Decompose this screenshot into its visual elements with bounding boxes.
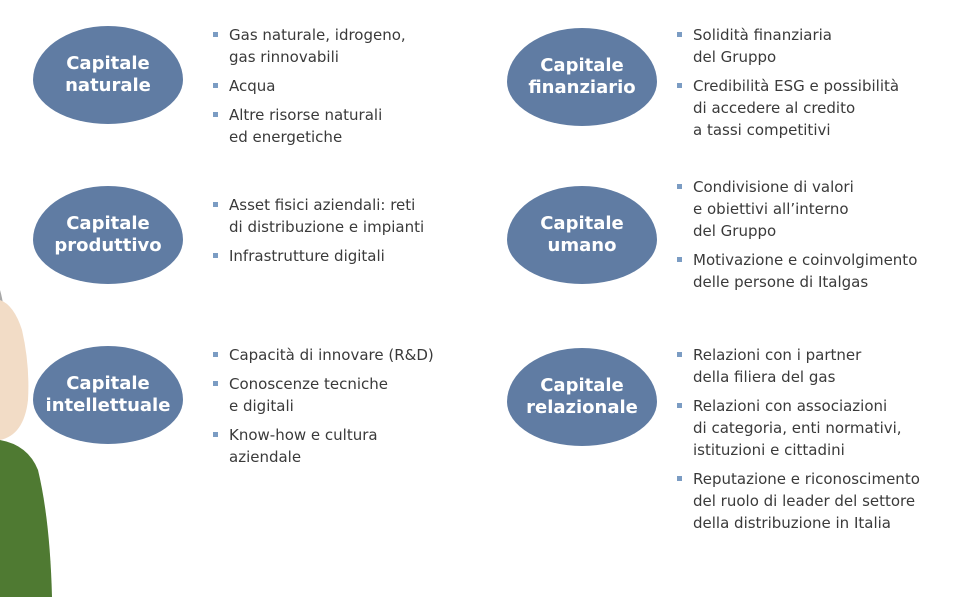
- capitale-intellettuale-bubble: Capitale intellettuale: [33, 346, 183, 444]
- list-item: Capacità di innovare (R&D): [213, 344, 473, 366]
- capitale-naturale-bubble: Capitale naturale: [33, 26, 183, 124]
- bullet-icon: [213, 352, 218, 357]
- list-item: Acqua: [213, 75, 463, 97]
- bubble-title-line1: Capitale: [66, 213, 150, 234]
- bullet-icon: [213, 32, 218, 37]
- list-item: Asset fisici aziendali: reti di distribu…: [213, 194, 473, 238]
- bubble-title-line2: produttivo: [54, 235, 162, 256]
- bullet-icon: [213, 112, 218, 117]
- list-item: Relazioni con i partner della filiera de…: [677, 344, 952, 388]
- bubble-title-line1: Capitale: [66, 373, 150, 394]
- list-item: Reputazione e riconoscimento del ruolo d…: [677, 468, 952, 534]
- bullet-icon: [677, 83, 682, 88]
- list-item: Infrastrutture digitali: [213, 245, 473, 267]
- list-item: Gas naturale, idrogeno, gas rinnovabili: [213, 24, 463, 68]
- bubble-title-line2: umano: [547, 235, 617, 256]
- bubble-title-line2: naturale: [65, 75, 151, 96]
- list-item: Condivisione di valori e obiettivi all’i…: [677, 176, 952, 242]
- bubble-title-line1: Capitale: [540, 375, 624, 396]
- capitale-produttivo-list: Asset fisici aziendali: reti di distribu…: [213, 194, 473, 274]
- bullet-icon: [213, 432, 218, 437]
- bubble-title-line2: relazionale: [526, 397, 638, 418]
- person-illustration: [0, 290, 52, 597]
- body-shape: [0, 440, 52, 597]
- bullet-icon: [213, 83, 218, 88]
- face-shape: [0, 300, 29, 440]
- list-item: Solidità finanziaria del Gruppo: [677, 24, 947, 68]
- list-item: Know-how e cultura aziendale: [213, 424, 473, 468]
- bubble-title-line2: finanziario: [528, 77, 636, 98]
- capitale-produttivo-bubble: Capitale produttivo: [33, 186, 183, 284]
- bullet-icon: [677, 476, 682, 481]
- list-item: Conoscenze tecniche e digitali: [213, 373, 473, 417]
- capitale-finanziario-bubble: Capitale finanziario: [507, 28, 657, 126]
- bubble-title-line1: Capitale: [66, 53, 150, 74]
- bubble-title-line1: Capitale: [540, 213, 624, 234]
- capitale-relazionale-list: Relazioni con i partner della filiera de…: [677, 344, 952, 541]
- list-item: Relazioni con associazioni di categoria,…: [677, 395, 952, 461]
- bullet-icon: [677, 257, 682, 262]
- capitale-finanziario-list: Solidità finanziaria del Gruppo Credibil…: [677, 24, 947, 148]
- capitale-relazionale-bubble: Capitale relazionale: [507, 348, 657, 446]
- list-item: Motivazione e coinvolgimento delle perso…: [677, 249, 952, 293]
- bullet-icon: [677, 184, 682, 189]
- capitale-umano-bubble: Capitale umano: [507, 186, 657, 284]
- bullet-icon: [213, 381, 218, 386]
- bullet-icon: [677, 32, 682, 37]
- bubble-title-line1: Capitale: [540, 55, 624, 76]
- bubble-title-line2: intellettuale: [45, 395, 171, 416]
- capitale-umano-list: Condivisione di valori e obiettivi all’i…: [677, 176, 952, 300]
- bullet-icon: [677, 403, 682, 408]
- bullet-icon: [213, 202, 218, 207]
- list-item: Altre risorse naturali ed energetiche: [213, 104, 463, 148]
- capitale-intellettuale-list: Capacità di innovare (R&D) Conoscenze te…: [213, 344, 473, 475]
- bullet-icon: [213, 253, 218, 258]
- bullet-icon: [677, 352, 682, 357]
- list-item: Credibilità ESG e possibilità di acceder…: [677, 75, 947, 141]
- capitale-naturale-list: Gas naturale, idrogeno, gas rinnovabili …: [213, 24, 463, 155]
